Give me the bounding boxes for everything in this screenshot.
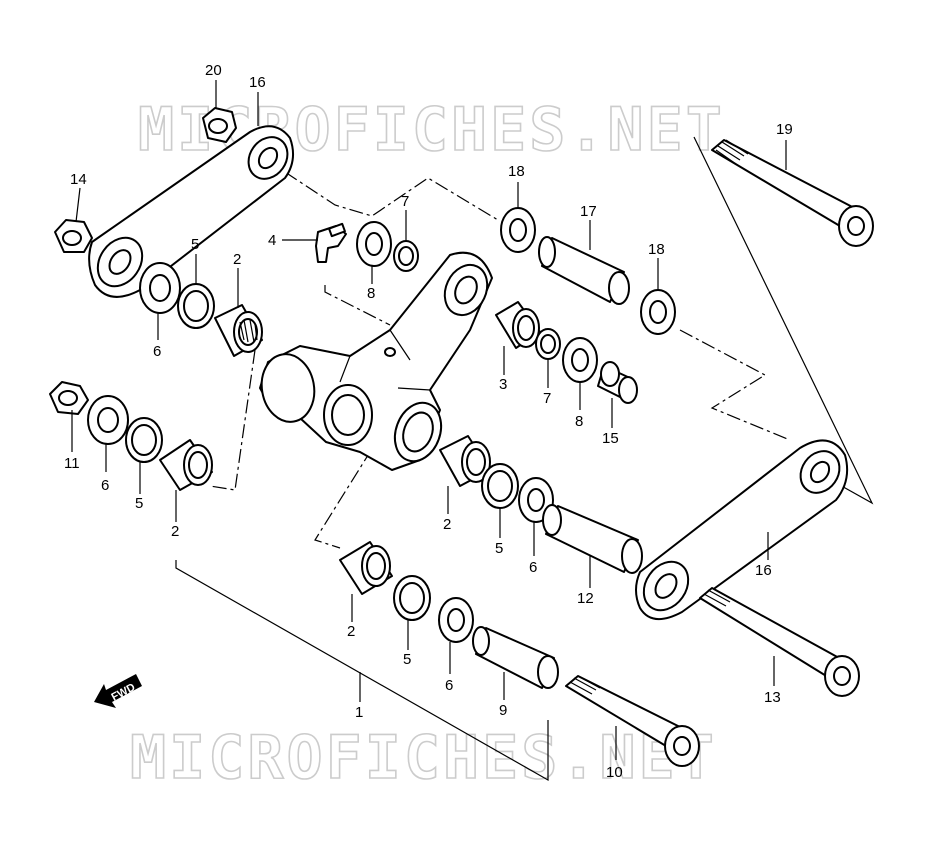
nut-20 (202, 107, 237, 143)
callout-3: 3 (499, 376, 507, 393)
spacer-9 (472, 626, 559, 689)
callout-10: 10 (606, 764, 623, 781)
washer-18-right (640, 289, 676, 335)
bolt-10 (565, 675, 700, 767)
callout-18-right: 18 (648, 241, 665, 258)
callout-8-right: 8 (575, 413, 583, 430)
callout-16-lower: 16 (755, 562, 772, 579)
seal-5-bottom (393, 575, 431, 621)
callout-5-upper-left: 5 (191, 236, 199, 253)
nut-14 (54, 219, 93, 253)
assembly-bracket-line (175, 560, 549, 782)
callout-2-upper-left: 2 (233, 251, 241, 268)
washer-6-upper-left (139, 262, 181, 314)
callout-11: 11 (64, 455, 80, 472)
fwd-arrow-icon: FWD (94, 674, 142, 708)
callout-19: 19 (776, 121, 793, 138)
callout-6-lower-left: 6 (101, 477, 109, 494)
seal-5-center-right (481, 463, 519, 509)
bearing-2-lower-left (159, 439, 213, 491)
washer-8-upper (356, 221, 392, 267)
watermark-bottom: MICROFICHES.NET (130, 723, 717, 793)
spacer-12 (542, 504, 643, 574)
washer-18-upper (500, 207, 536, 253)
link-rod-lower (635, 439, 849, 620)
link-rod-upper (88, 125, 295, 298)
bearing-2-bottom (339, 541, 393, 595)
bearing-2-upper-left (214, 304, 263, 357)
callout-7-upper: 7 (401, 193, 409, 210)
callout-6-center-right: 6 (529, 559, 537, 576)
bolt-19-reference-line (693, 136, 874, 505)
callout-2-center-right: 2 (443, 516, 451, 533)
grease-nipple-4 (315, 222, 347, 263)
nut-11 (49, 381, 89, 415)
axis-line-right (679, 329, 791, 441)
washer-8-right (562, 337, 598, 383)
axis-line-left (209, 349, 256, 491)
fwd-label: FWD (110, 681, 138, 703)
seal-5-lower-left (125, 417, 163, 463)
collar-15 (597, 361, 638, 404)
washer-6-bottom (438, 597, 474, 643)
callout-15: 15 (602, 430, 619, 447)
callout-20: 20 (205, 62, 222, 79)
bolt-13 (699, 587, 860, 697)
callout-4: 4 (268, 232, 276, 249)
callout-labels: 20 16 19 14 18 7 17 4 5 2 8 18 6 3 7 8 1… (64, 62, 793, 781)
axis-line-grease (324, 285, 391, 326)
callout-2-lower-left: 2 (171, 523, 179, 540)
callout-1: 1 (355, 704, 363, 721)
callout-16-upper: 16 (249, 74, 266, 91)
axis-line-upper (284, 171, 499, 221)
callout-18-upper: 18 (508, 163, 525, 180)
bolt-19 (711, 139, 874, 247)
seal-7-upper (393, 240, 419, 272)
cushion-lever-main (259, 251, 493, 471)
callout-5-bottom: 5 (403, 651, 411, 668)
axis-line-lower (314, 427, 386, 549)
seal-5-upper-left (177, 283, 215, 329)
washer-6-lower-left (87, 395, 129, 445)
callout-13: 13 (764, 689, 781, 706)
callout-9: 9 (499, 702, 507, 719)
callout-17: 17 (580, 203, 597, 220)
callout-14: 14 (70, 171, 87, 188)
callout-6-bottom: 6 (445, 677, 453, 694)
callout-12: 12 (577, 590, 594, 607)
callout-5-center-right: 5 (495, 540, 503, 557)
leader-lines (71, 80, 787, 760)
callout-7-right: 7 (543, 390, 551, 407)
bearing-2-center-right (439, 435, 491, 487)
seal-7-right (535, 328, 561, 360)
callout-5-lower-left: 5 (135, 495, 143, 512)
callout-8-upper: 8 (367, 285, 375, 302)
callout-2-bottom: 2 (347, 623, 355, 640)
spacer-17 (538, 236, 630, 305)
bearing-3 (495, 301, 541, 349)
callout-6-upper-left: 6 (153, 343, 161, 360)
